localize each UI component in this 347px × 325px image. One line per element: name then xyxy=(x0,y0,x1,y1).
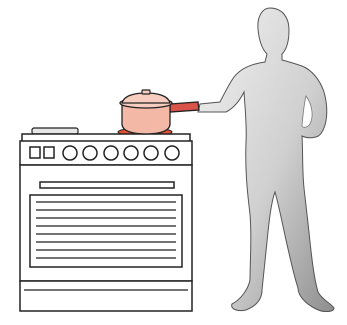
oven-door-handle xyxy=(40,182,174,188)
pot-lid-knob xyxy=(142,90,150,94)
control-square-button-1 xyxy=(30,147,40,158)
hob-plate-left xyxy=(32,128,78,134)
control-knob-1 xyxy=(63,146,77,160)
bottom-drawer xyxy=(20,281,192,311)
control-knob-6 xyxy=(165,146,179,160)
control-knob-5 xyxy=(144,146,158,160)
pot-handle xyxy=(170,102,199,112)
control-knob-3 xyxy=(104,146,118,160)
control-knob-2 xyxy=(83,146,97,160)
control-knob-4 xyxy=(124,146,138,160)
stove-icon xyxy=(20,128,192,311)
control-square-button-2 xyxy=(44,147,54,158)
oven-window xyxy=(30,195,182,267)
